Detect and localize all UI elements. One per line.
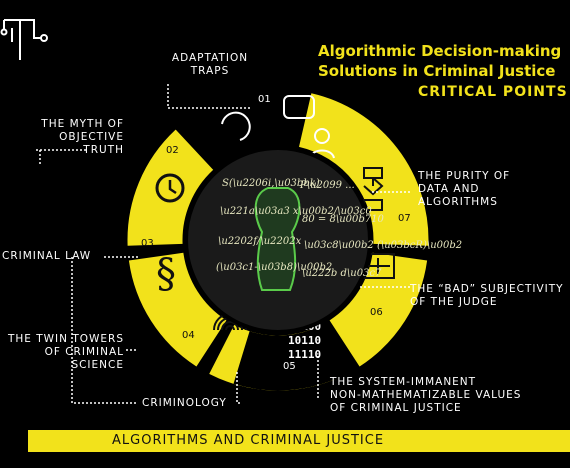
logo-icon: [0, 19, 48, 60]
chalkboard: S(\u2206i,\u03bbk) \u221a\u03a3 x\u00b2/…: [184, 146, 462, 334]
segment-number-03: 03: [141, 238, 154, 249]
svg-text:S(\u2206i,\u03bbk): S(\u2206i,\u03bbk): [222, 178, 320, 189]
segment-01: [187, 89, 297, 165]
binary-row: 10110: [288, 334, 321, 347]
segment-number-02: 02: [166, 145, 179, 156]
head-silhouette: [254, 187, 301, 291]
person-icon: [314, 128, 330, 144]
title-line-1: Algorithmic Decision-making: [318, 42, 562, 60]
label-criminal-law: CRIMINAL LAW: [2, 250, 92, 262]
svg-text:\u03c8\u00b2 (\u03bcR)\u00b2: \u03c8\u00b2 (\u03bcR)\u00b2: [304, 240, 462, 251]
svg-text:(\u03c1-\u03b8)\u00b2: (\u03c1-\u03b8)\u00b2: [216, 262, 332, 273]
segment-06: [329, 252, 428, 367]
svg-text:\u2202f/\u2202x: \u2202f/\u2202x: [218, 236, 302, 247]
segment-number-04: 04: [182, 330, 195, 341]
binary-row: 11110: [288, 348, 321, 361]
cycle-icon: [221, 111, 251, 141]
chat-question-icon: [283, 95, 315, 119]
bottom-banner: ALGORITHMS AND CRIMINAL JUSTICE: [28, 430, 570, 452]
banner-text: ALGORITHMS AND CRIMINAL JUSTICE: [112, 433, 385, 448]
fingerprint-icon: [225, 325, 235, 331]
title-line-2: Solutions in Criminal Justice: [318, 62, 556, 80]
title-line-3: CRITICAL POINTS: [418, 84, 568, 100]
segment-number-01: 01: [258, 94, 271, 105]
label-criminology: CRIMINOLOGY: [142, 397, 227, 409]
segment-03: [128, 252, 227, 367]
segment-number-07: 07: [398, 213, 411, 224]
svg-text:\u222b d\u03c7: \u222b d\u03c7: [302, 268, 382, 279]
connectors: [36, 84, 412, 404]
history-icon: [155, 173, 185, 203]
svg-text:\u221a\u03a3 x\u00b2/\u03c0: \u221a\u03a3 x\u00b2/\u03c0: [220, 206, 372, 217]
segment-number-05: 05: [283, 361, 296, 372]
svg-text:P\u2099 ...: P\u2099 ...: [299, 180, 355, 191]
paragraph-icon: §: [156, 251, 176, 297]
segment-number-06: 06: [370, 307, 383, 318]
svg-text:80 = 8\u00b710: 80 = 8\u00b710: [302, 214, 384, 225]
